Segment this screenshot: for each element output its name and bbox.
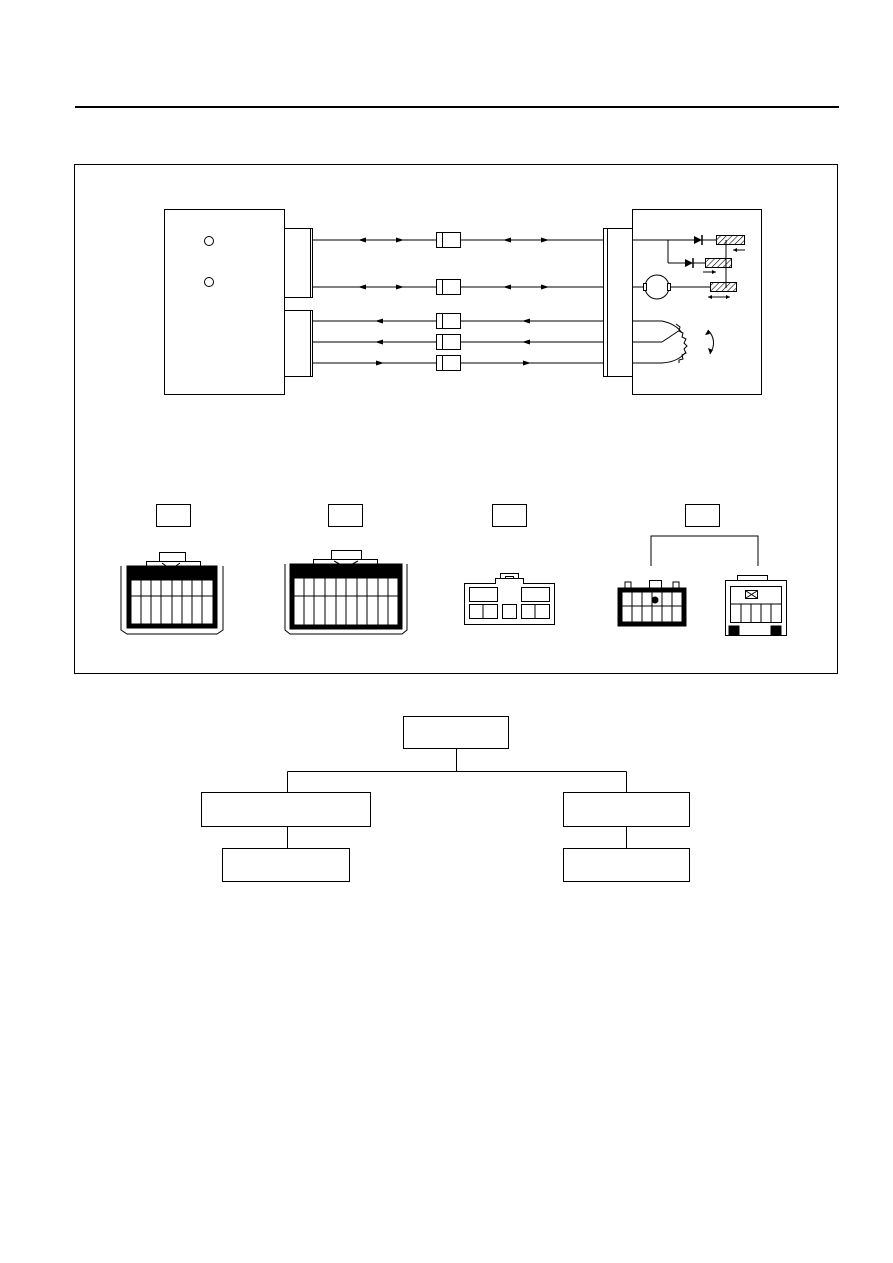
connector-tag-3 [492,504,527,527]
header-rule [75,106,839,108]
flowchart-left-branch-box [201,792,371,827]
connector-face-1 [120,552,224,635]
switch-contact-icon [705,235,745,292]
right-connector [603,228,633,377]
left-unit-terminal-icon [204,236,214,246]
flowchart-right-child-box [563,848,690,882]
signal-arrow-icon [358,237,549,366]
connector-tag-4 [685,504,720,527]
inline-connector [436,232,461,371]
rotation-arrow-icon [705,330,710,335]
connector-face-3 [464,573,555,625]
left-connector-upper [284,228,313,298]
connector-face-4a [617,580,687,627]
left-connector-lower [284,310,313,377]
connector-face-4b [725,575,787,636]
connector-tag-1 [156,504,191,527]
wire-harness [313,239,603,364]
actuator-internals [633,239,716,364]
flowchart-links [287,748,627,848]
left-control-unit [164,209,285,395]
flowchart-right-branch-box [563,792,690,827]
connector-tag-2 [328,504,363,527]
diagram-frame [74,164,838,674]
flowchart-root-box [403,716,509,749]
motor-icon [644,274,670,300]
diode-icon [685,235,703,268]
connector-tag-4-bracket [650,535,759,566]
left-unit-terminal-icon [204,277,214,287]
connector-face-2 [284,550,408,635]
flowchart-left-child-box [222,848,350,882]
